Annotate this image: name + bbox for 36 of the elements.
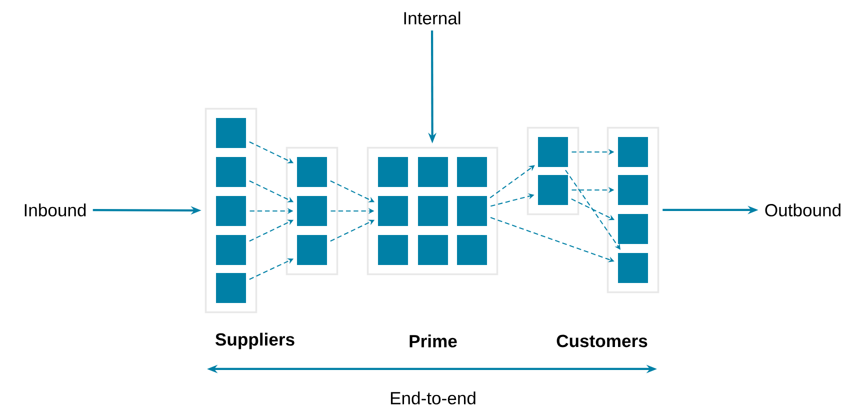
square <box>297 157 327 187</box>
group-frame <box>366 146 498 276</box>
square <box>618 174 648 205</box>
group-frame <box>286 146 338 276</box>
label-text: Inbound <box>24 204 86 216</box>
group-frame <box>526 126 580 216</box>
square <box>297 196 327 226</box>
square <box>216 157 246 187</box>
square <box>216 235 246 265</box>
arrow <box>490 165 535 198</box>
square <box>457 196 487 226</box>
square <box>378 157 408 187</box>
square <box>618 214 648 244</box>
label-text: Suppliers <box>215 332 294 350</box>
square <box>418 157 448 187</box>
square <box>538 137 568 167</box>
square <box>538 174 568 205</box>
label-text: Prime <box>410 334 457 348</box>
square <box>618 137 648 167</box>
square <box>378 235 408 265</box>
group-frame <box>606 126 660 294</box>
square <box>457 235 487 265</box>
square <box>216 196 246 226</box>
label-text: Internal <box>404 12 460 24</box>
square <box>418 196 448 226</box>
group-frame <box>204 108 258 314</box>
square <box>378 196 408 226</box>
square <box>457 157 487 187</box>
square <box>216 272 246 303</box>
square <box>618 252 648 283</box>
square <box>418 235 448 265</box>
square <box>216 118 246 148</box>
label-text: Customers <box>556 334 648 348</box>
label-text: Outbound <box>765 204 840 216</box>
square <box>297 235 327 265</box>
label-text: End-to-end <box>390 392 476 404</box>
